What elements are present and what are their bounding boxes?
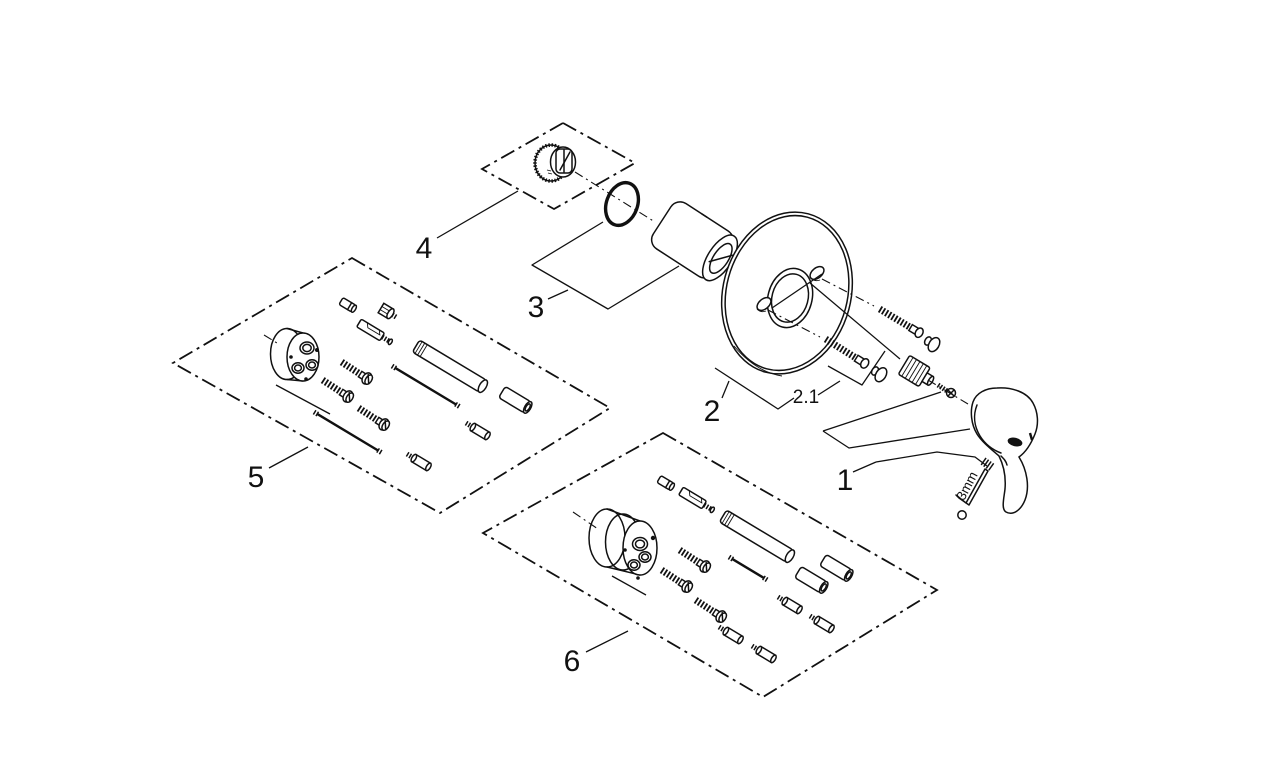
extension-sleeve <box>818 553 856 584</box>
part-label-1: 1 <box>837 464 854 497</box>
splined-adapter <box>898 355 935 387</box>
group-outline-part-4 <box>480 121 637 211</box>
mounting-screw <box>877 305 943 355</box>
part-label-3: 3 <box>528 291 545 324</box>
extension-sleeve <box>497 385 535 416</box>
spindle-extension <box>357 319 394 346</box>
part-label-4: 4 <box>416 232 433 265</box>
leader-part-6 <box>585 630 629 653</box>
threaded-rod <box>729 557 768 581</box>
part-label-2-1: 2.1 <box>793 387 819 408</box>
extension-screw <box>338 357 374 386</box>
extension-screw <box>692 595 728 624</box>
part-label-2: 2 <box>704 395 721 428</box>
leader-part-5 <box>268 446 309 469</box>
escutcheon-plate <box>720 211 854 377</box>
extension-stud <box>405 450 432 471</box>
screw-hole <box>756 296 772 312</box>
extension-kit-6 <box>572 474 856 664</box>
group-outline-part-6 <box>481 431 939 699</box>
extension-screw <box>676 545 712 574</box>
extension-sleeve <box>793 565 831 596</box>
leader-part-3 <box>531 221 680 310</box>
extension-stud <box>776 593 803 614</box>
leader-part-4 <box>436 190 519 239</box>
grub-screw <box>980 457 996 472</box>
logo-badge <box>1007 437 1023 447</box>
leader-part-2-1 <box>817 350 886 396</box>
spindle-extension <box>679 487 716 514</box>
lever-handle <box>970 387 1039 514</box>
cartridge-block <box>588 508 658 580</box>
fitting <box>338 296 359 314</box>
part-label-6: 6 <box>564 645 581 678</box>
extension-kit-5 <box>263 296 535 472</box>
stop-ring-knob <box>533 143 577 183</box>
leader-part-2 <box>714 367 795 410</box>
alignment-line <box>809 282 901 360</box>
threaded-rod <box>314 412 383 453</box>
explosion-axis <box>927 379 969 405</box>
explosion-axis <box>574 171 656 223</box>
extension-stud <box>717 623 744 644</box>
group-outline-part-5 <box>171 256 612 515</box>
part-label-5: 5 <box>248 461 265 494</box>
extension-screw <box>319 375 355 404</box>
allen-key <box>955 468 989 506</box>
adapter-nut <box>378 303 400 322</box>
cartridge-flange <box>269 327 320 382</box>
hex-key-size-label: 3mm <box>953 469 980 503</box>
extension-stud <box>750 642 777 663</box>
fitting <box>656 474 677 492</box>
sleeve-extension <box>650 201 739 282</box>
handle-plug <box>957 510 967 520</box>
alignment-line <box>771 273 823 309</box>
extension-screw <box>658 565 694 594</box>
extension-screw <box>355 403 391 432</box>
extension-stud <box>808 612 835 633</box>
o-ring <box>603 180 641 228</box>
leader-part-1 <box>822 391 988 473</box>
extension-stud <box>464 419 491 440</box>
